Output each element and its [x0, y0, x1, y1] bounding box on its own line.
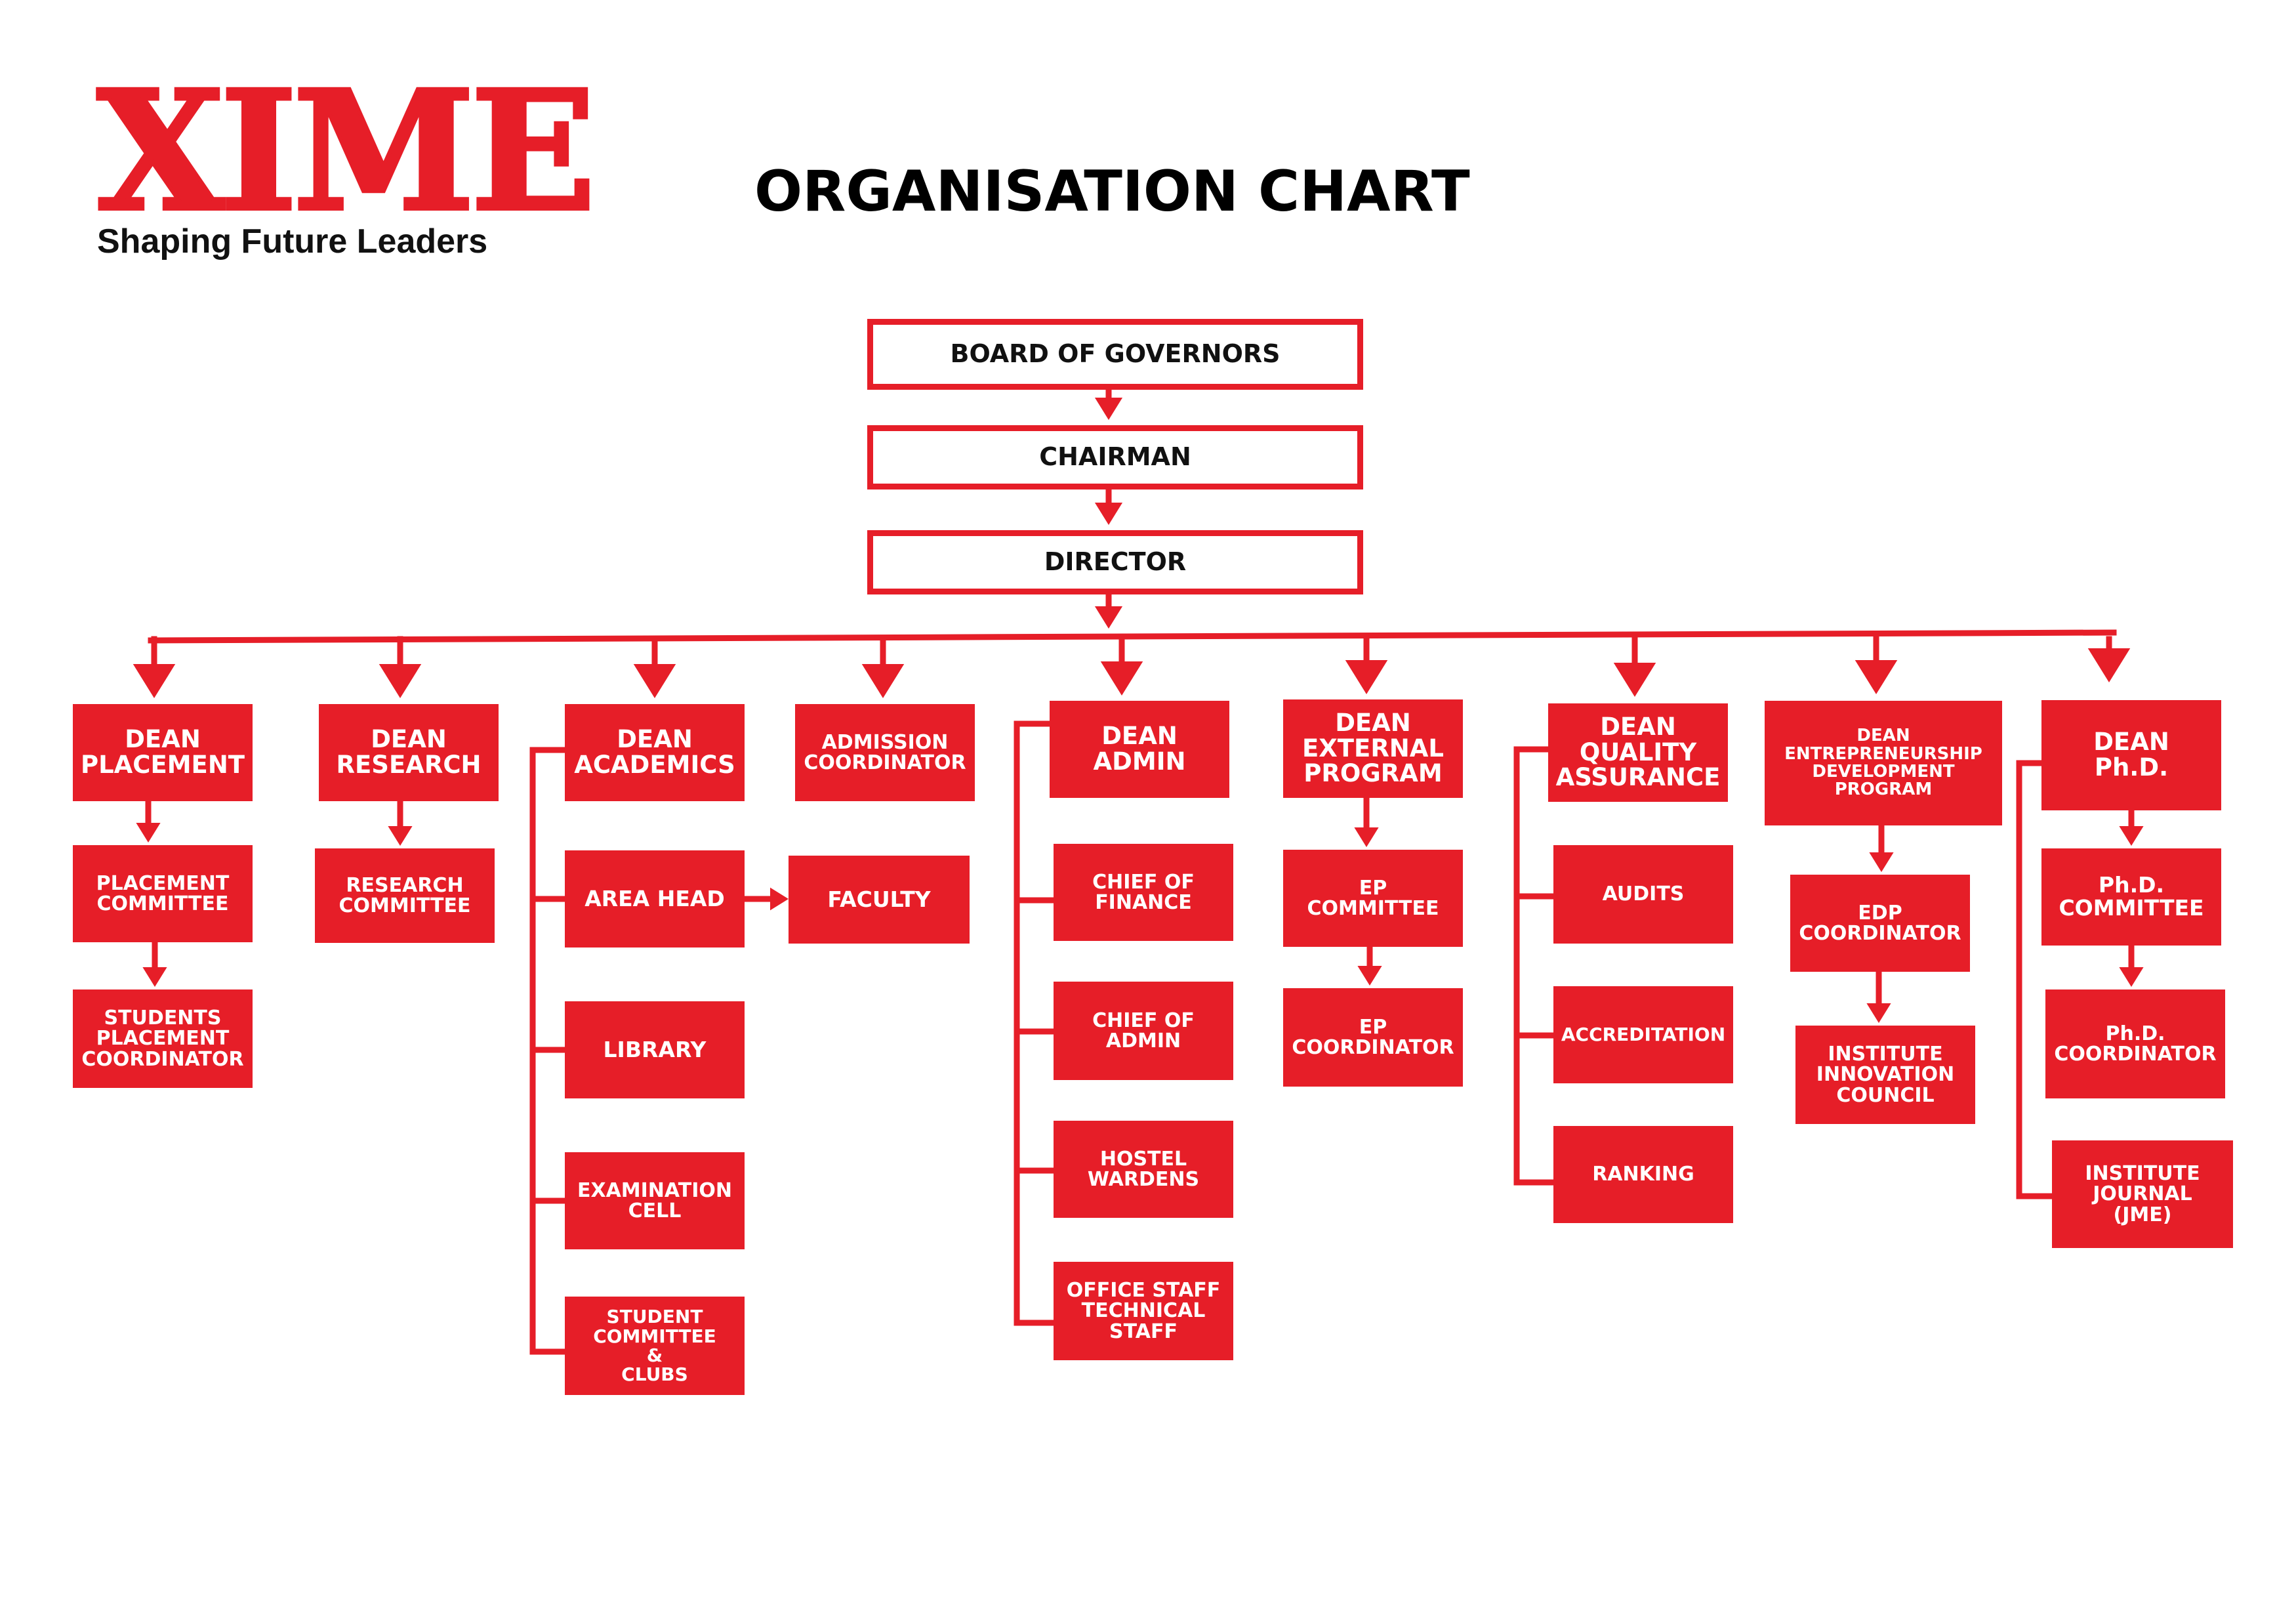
logo-tagline: Shaping Future Leaders — [97, 222, 488, 260]
arrow-head-down — [1357, 966, 1382, 986]
node-dean-external-program: DEAN EXTERNAL PROGRAM — [1283, 699, 1463, 798]
node-office-technical-staff: OFFICE STAFF TECHNICAL STAFF — [1054, 1262, 1233, 1360]
node-board-of-governors: BOARD OF GOVERNORS — [867, 319, 1363, 390]
arrow-head-down — [142, 967, 167, 987]
node-label: ADMISSION COORDINATOR — [804, 730, 966, 774]
node-dean-academics: DEAN ACADEMICS — [565, 704, 745, 801]
node-ep-committee: EP COMMITTEE — [1283, 850, 1463, 947]
arrow-head-down — [1345, 660, 1388, 694]
node-label: HOSTEL WARDENS — [1087, 1147, 1200, 1191]
node-label: DEAN QUALITY ASSURANCE — [1555, 712, 1721, 792]
node-label: ACCREDITATION — [1561, 1024, 1726, 1046]
node-director: DIRECTOR — [867, 530, 1363, 594]
node-accreditation: ACCREDITATION — [1553, 986, 1733, 1083]
node-label: EP COORDINATOR — [1292, 1015, 1454, 1059]
node-label: STUDENT COMMITTEE & CLUBS — [593, 1306, 716, 1386]
node-label: CHIEF OF FINANCE — [1092, 870, 1195, 914]
node-label: CHAIRMAN — [1039, 442, 1191, 472]
node-admission-coordinator: ADMISSION COORDINATOR — [795, 704, 975, 801]
node-ranking: RANKING — [1553, 1126, 1733, 1223]
arrow-head-down — [388, 826, 413, 846]
node-label: EP COMMITTEE — [1307, 876, 1439, 920]
node-label: BOARD OF GOVERNORS — [950, 339, 1281, 369]
node-label: DEAN EXTERNAL PROGRAM — [1302, 708, 1444, 788]
arrow-head-down — [633, 664, 676, 698]
node-dean-quality-assurance: DEAN QUALITY ASSURANCE — [1548, 703, 1728, 802]
node-placement-committee: PLACEMENT COMMITTEE — [73, 845, 253, 942]
node-label: RANKING — [1592, 1163, 1694, 1186]
page-title: ORGANISATION CHART — [754, 159, 1470, 224]
node-students-placement-coordinator: STUDENTS PLACEMENT COORDINATOR — [73, 989, 253, 1088]
xime-logo: XIME Shaping Future Leaders — [95, 67, 598, 271]
arrow-head-down — [2087, 648, 2131, 682]
node-dean-admin: DEAN ADMIN — [1050, 701, 1229, 798]
node-dean-placement: DEAN PLACEMENT — [73, 704, 253, 801]
node-label: EDP COORDINATOR — [1799, 901, 1961, 945]
node-chief-of-admin: CHIEF OF ADMIN — [1054, 982, 1233, 1080]
node-label: CHIEF OF ADMIN — [1092, 1009, 1195, 1052]
node-dean-edp: DEAN ENTREPRENEURSHIP DEVELOPMENT PROGRA… — [1765, 701, 2002, 825]
node-label: PLACEMENT COMMITTEE — [96, 871, 230, 915]
arrow-head-down — [2119, 967, 2144, 987]
arrow-head-down — [2119, 826, 2144, 846]
node-research-committee: RESEARCH COMMITTEE — [315, 848, 495, 943]
arrow-head-down — [379, 664, 422, 698]
arrow-head-down — [1094, 398, 1123, 420]
node-label: Ph.D. COORDINATOR — [2054, 1022, 2217, 1066]
logo-wordmark: XIME — [95, 54, 598, 247]
node-label: DEAN ACADEMICS — [574, 725, 735, 779]
node-label: STUDENTS PLACEMENT COORDINATOR — [81, 1006, 244, 1071]
node-label: DEAN ENTREPRENEURSHIP DEVELOPMENT PROGRA… — [1784, 726, 1982, 800]
node-label: DIRECTOR — [1044, 547, 1187, 577]
node-dean-phd: DEAN Ph.D. — [2041, 700, 2221, 810]
arrow-head-down — [1869, 852, 1894, 872]
node-library: LIBRARY — [565, 1001, 745, 1098]
node-examination-cell: EXAMINATION CELL — [565, 1152, 745, 1249]
node-label: Ph.D. COMMITTEE — [2059, 872, 2204, 921]
node-label: AUDITS — [1602, 883, 1685, 906]
node-label: DEAN Ph.D. — [2093, 728, 2169, 781]
node-student-committee-clubs: STUDENT COMMITTEE & CLUBS — [565, 1297, 745, 1395]
node-institute-innovation-council: INSTITUTE INNOVATION COUNCIL — [1795, 1026, 1975, 1124]
arrow-head-down — [1613, 663, 1656, 697]
node-phd-coordinator: Ph.D. COORDINATOR — [2045, 989, 2225, 1098]
node-label: INSTITUTE INNOVATION COUNCIL — [1816, 1042, 1955, 1107]
node-chairman: CHAIRMAN — [867, 425, 1363, 489]
node-ep-coordinator: EP COORDINATOR — [1283, 988, 1463, 1087]
arrow-head-down — [1855, 660, 1898, 694]
node-dean-research: DEAN RESEARCH — [319, 704, 499, 801]
node-label: FACULTY — [827, 886, 931, 912]
node-label: AREA HEAD — [584, 885, 725, 911]
node-hostel-wardens: HOSTEL WARDENS — [1054, 1121, 1233, 1218]
node-chief-of-finance: CHIEF OF FINANCE — [1054, 844, 1233, 941]
node-label: DEAN ADMIN — [1093, 722, 1186, 776]
node-label: OFFICE STAFF TECHNICAL STAFF — [1066, 1278, 1221, 1343]
arrow-head-down — [136, 823, 161, 843]
arrow-head-down — [1354, 827, 1379, 847]
node-area-head: AREA HEAD — [565, 850, 745, 947]
arrow-head-down — [1094, 606, 1123, 629]
node-edp-coordinator: EDP COORDINATOR — [1790, 875, 1970, 972]
node-label: EXAMINATION CELL — [577, 1178, 733, 1222]
node-phd-committee: Ph.D. COMMITTEE — [2041, 848, 2221, 946]
node-label: LIBRARY — [603, 1036, 707, 1062]
node-institute-journal: INSTITUTE JOURNAL (JME) — [2052, 1140, 2233, 1248]
arrow-head-right — [770, 887, 789, 911]
dean-distribution-bar — [148, 629, 2117, 644]
node-audits: AUDITS — [1553, 845, 1733, 944]
node-label: RESEARCH COMMITTEE — [338, 873, 471, 917]
arrow-head-down — [861, 664, 905, 698]
node-label: INSTITUTE JOURNAL (JME) — [2085, 1161, 2200, 1226]
node-faculty: FACULTY — [789, 856, 970, 944]
arrow-head-down — [1094, 503, 1123, 525]
arrow-head-down — [133, 664, 176, 698]
arrow-head-down — [1866, 1003, 1891, 1023]
node-label: DEAN RESEARCH — [336, 725, 482, 779]
arrow-head-down — [1100, 661, 1143, 696]
node-label: DEAN PLACEMENT — [80, 725, 245, 779]
